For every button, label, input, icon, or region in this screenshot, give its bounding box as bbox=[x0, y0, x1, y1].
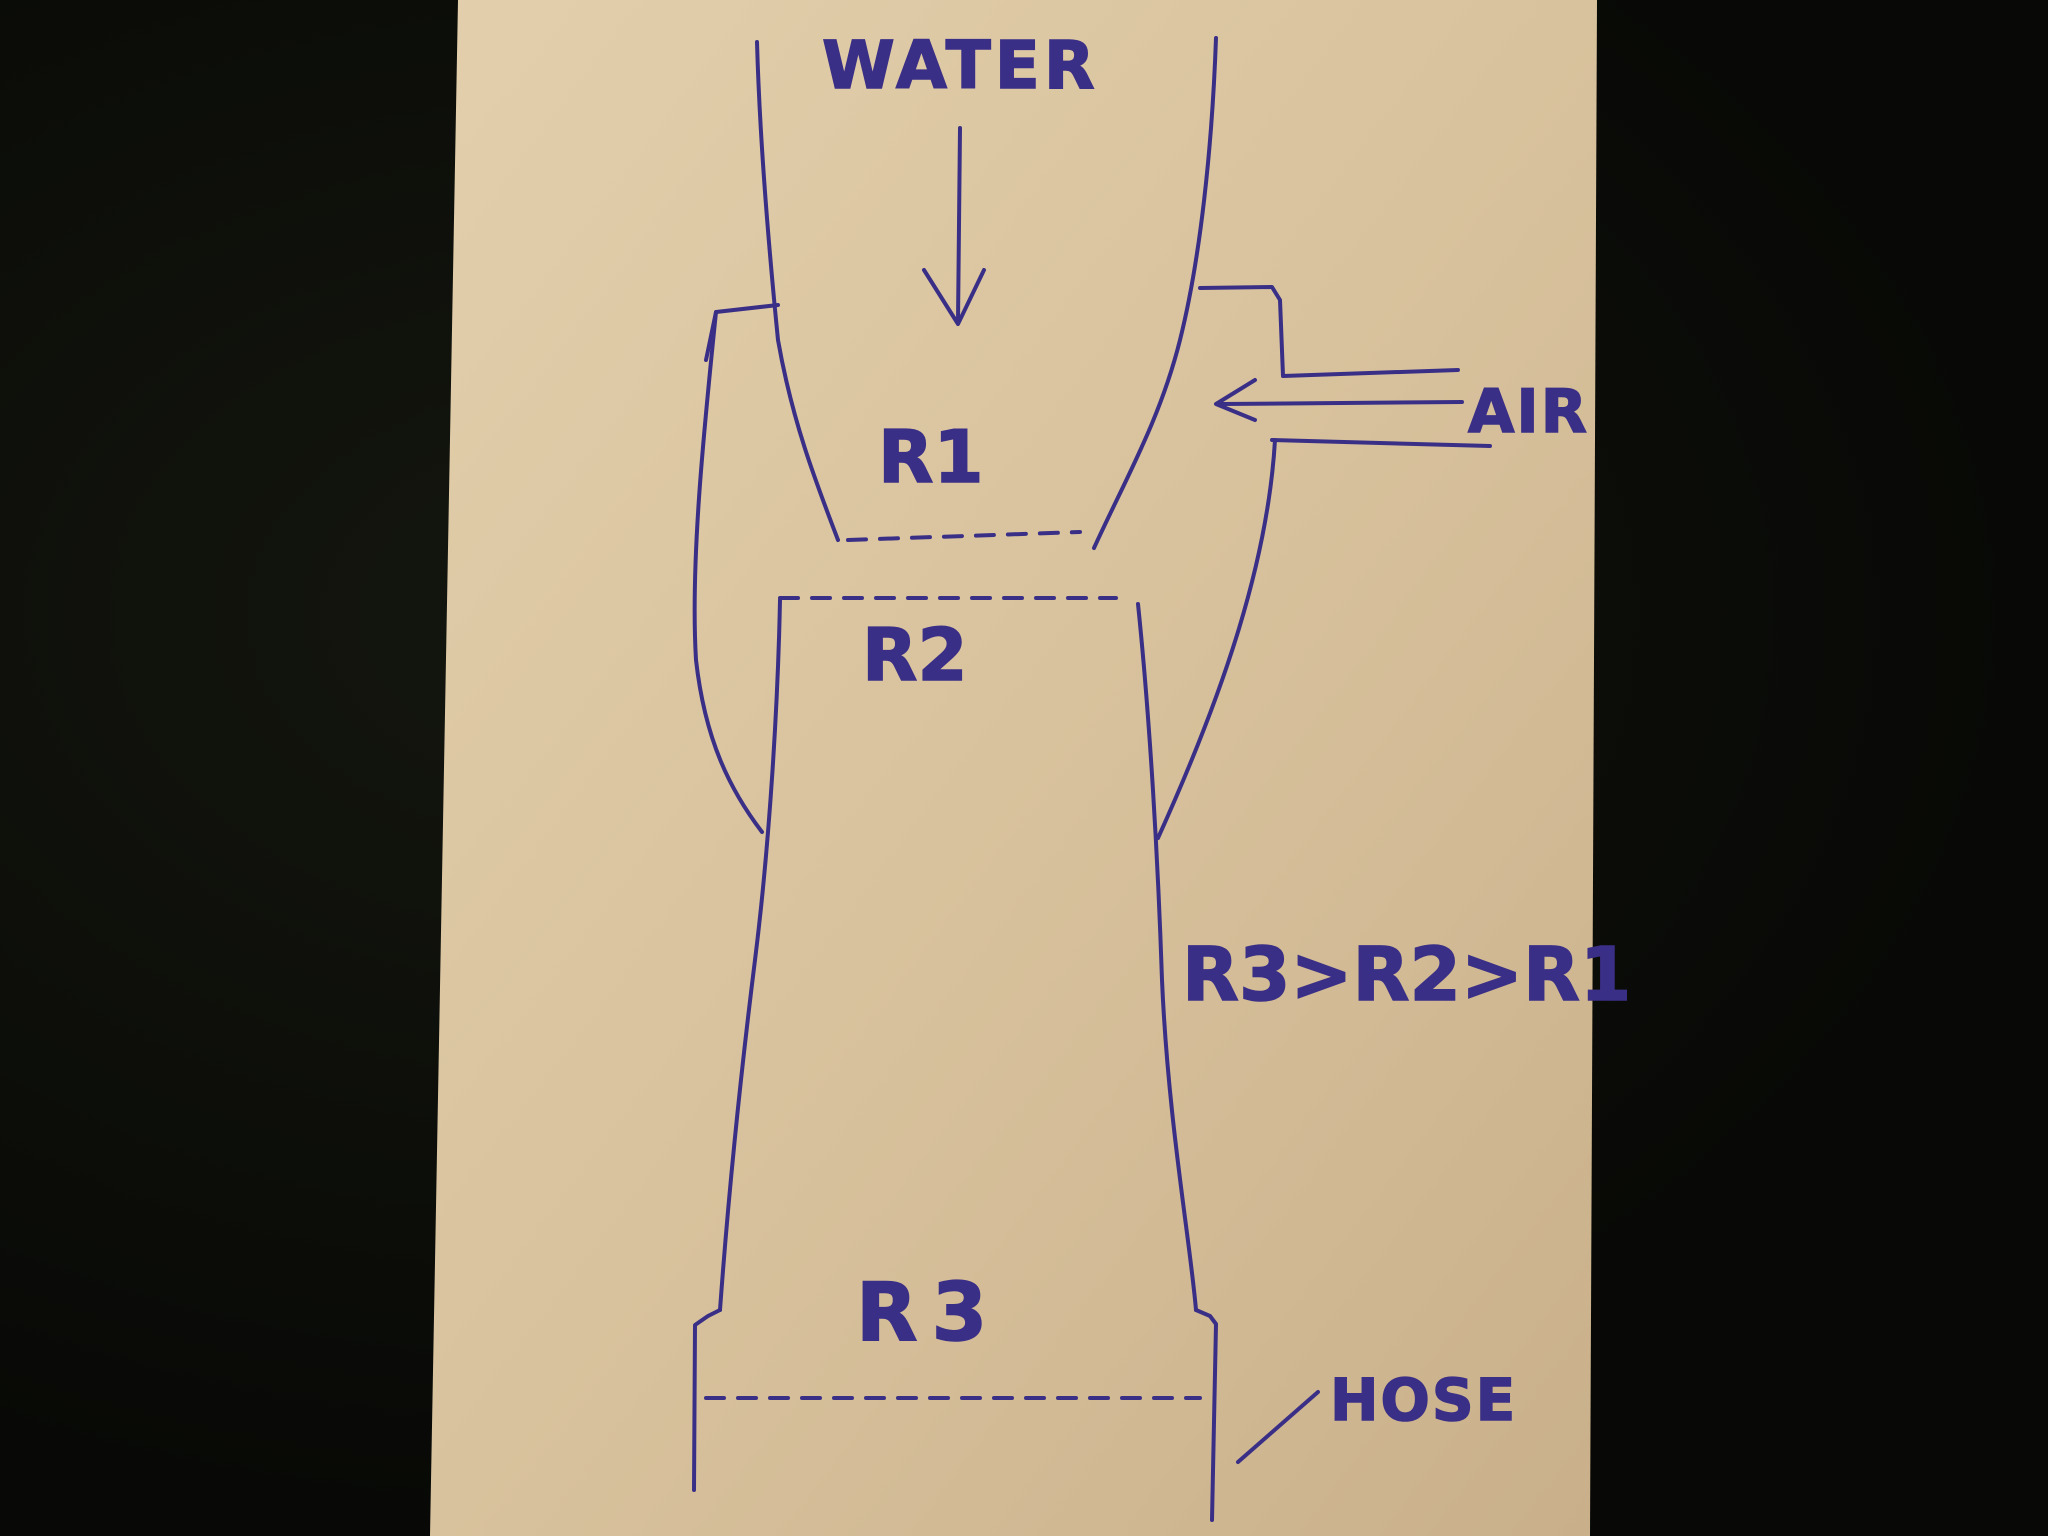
air-label: AIR bbox=[1468, 377, 1589, 447]
water-arrow-shaft bbox=[956, 126, 962, 324]
relation-label: R3>R2>R1 bbox=[1182, 932, 1631, 1018]
water-label: WATER bbox=[822, 27, 1099, 104]
water-arrow-head bbox=[922, 268, 986, 326]
r1-dashed-line bbox=[846, 530, 1082, 542]
water-pipe-right-wall bbox=[1092, 36, 1218, 550]
air-arrow-head bbox=[1214, 378, 1257, 422]
hose-pointer-line bbox=[1236, 1390, 1320, 1464]
mixing-tube-right-wall bbox=[1136, 602, 1198, 1312]
mixing-tube-left-wall bbox=[718, 598, 782, 1312]
housing-left-wall bbox=[692, 310, 764, 834]
air-arrow-shaft bbox=[1220, 400, 1464, 406]
hose-right-shoulder bbox=[1194, 1308, 1218, 1522]
hose-label: HOSE bbox=[1330, 1366, 1517, 1434]
water-pipe-left-wall bbox=[755, 40, 840, 542]
housing-right-wall bbox=[1156, 438, 1277, 840]
paper-background bbox=[430, 0, 1597, 1536]
r2-label: R2 bbox=[862, 613, 968, 697]
hose-left-shoulder bbox=[692, 1308, 722, 1492]
r3-label: R3 bbox=[856, 1266, 1001, 1359]
housing-right-top bbox=[1198, 285, 1460, 378]
housing-right-lower bbox=[1270, 438, 1492, 448]
r1-label: R1 bbox=[878, 415, 984, 499]
